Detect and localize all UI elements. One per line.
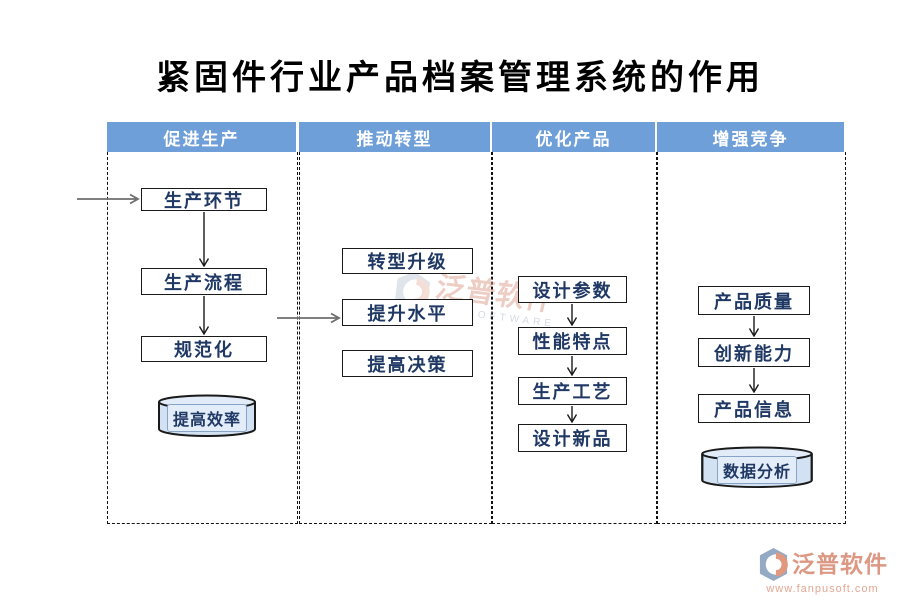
node-design-new-product: 设计新品 bbox=[518, 424, 627, 452]
arrow-down-icon bbox=[748, 368, 760, 393]
arrow-down-icon bbox=[198, 296, 210, 335]
node-product-quality: 产品质量 bbox=[698, 286, 810, 315]
node-performance-features: 性能特点 bbox=[518, 327, 627, 355]
node-product-information: 产品信息 bbox=[698, 394, 810, 423]
cylinder-label: 数据分析 bbox=[716, 455, 798, 484]
column-body-optimize-product bbox=[492, 152, 657, 524]
column-body-enhance-competition bbox=[657, 152, 846, 524]
fanpu-logo: 泛普软件 www.fanpusoft.com bbox=[757, 547, 888, 595]
cylinder-improve-efficiency: 提高效率 bbox=[157, 394, 257, 438]
arrow-down-icon bbox=[566, 304, 578, 326]
arrow-down-icon bbox=[566, 356, 578, 376]
footer-url: www.fanpusoft.com bbox=[766, 583, 879, 595]
arrow-down-icon bbox=[566, 406, 578, 423]
arrow-right-icon bbox=[277, 312, 341, 324]
column-header-promote-production: 促进生产 bbox=[107, 122, 296, 152]
node-production-process: 生产流程 bbox=[141, 268, 267, 295]
fanpu-logo-icon bbox=[759, 548, 788, 581]
cylinder-data-analysis: 数据分析 bbox=[700, 446, 814, 489]
node-production-technique: 生产工艺 bbox=[518, 377, 627, 405]
column-header-optimize-product: 优化产品 bbox=[492, 122, 655, 152]
column-body-drive-transformation bbox=[299, 152, 492, 524]
column-body-promote-production bbox=[107, 152, 298, 524]
arrow-right-icon bbox=[77, 193, 140, 205]
node-transformation-upgrade: 转型升级 bbox=[342, 248, 473, 274]
cylinder-label: 提高效率 bbox=[166, 404, 248, 433]
node-production-link: 生产环节 bbox=[141, 188, 267, 211]
node-design-parameters: 设计参数 bbox=[518, 276, 627, 303]
arrow-down-icon bbox=[198, 212, 210, 267]
arrow-down-icon bbox=[748, 316, 760, 337]
page-title: 紧固件行业产品档案管理系统的作用 bbox=[156, 60, 764, 97]
node-improve-level: 提升水平 bbox=[342, 299, 473, 326]
node-improve-decision: 提高决策 bbox=[342, 350, 473, 377]
node-innovation-ability: 创新能力 bbox=[698, 338, 810, 367]
column-header-enhance-competition: 增强竞争 bbox=[657, 122, 844, 152]
footer-brand-text: 泛普软件 bbox=[792, 551, 888, 577]
node-standardization: 规范化 bbox=[141, 336, 267, 362]
column-header-drive-transformation: 推动转型 bbox=[299, 122, 490, 152]
